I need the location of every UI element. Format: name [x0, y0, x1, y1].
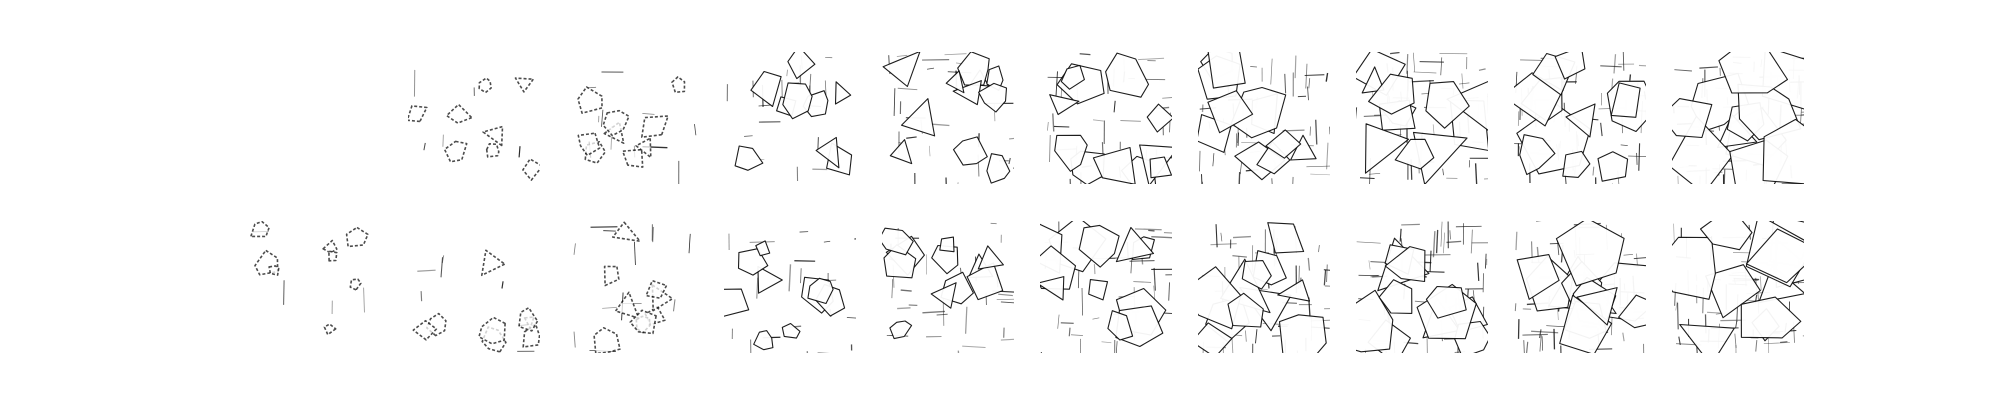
image-tile	[566, 221, 698, 353]
image-tile	[882, 221, 1014, 353]
tile-graphic	[1040, 52, 1172, 184]
tile-graphic	[724, 52, 856, 184]
tile-graphic	[724, 221, 856, 353]
tile-graphic	[1040, 221, 1172, 353]
tile-graphic	[566, 52, 698, 184]
tile-graphic	[1356, 52, 1488, 184]
tile-graphic	[1198, 221, 1330, 353]
image-tile	[882, 52, 1014, 184]
tile-graphic	[1672, 52, 1804, 184]
image-tile	[408, 221, 540, 353]
image-tile	[1040, 221, 1172, 353]
image-tile	[1672, 221, 1804, 353]
tile-graphic	[250, 221, 382, 353]
tile-graphic	[566, 221, 698, 353]
image-tile	[1198, 52, 1330, 184]
tile-graphic	[1514, 221, 1646, 353]
tile-graphic	[1356, 221, 1488, 353]
tile-graphic	[1198, 52, 1330, 184]
image-tile	[1672, 52, 1804, 184]
image-tile	[724, 221, 856, 353]
tile-graphic	[1514, 52, 1646, 184]
image-tile	[1514, 221, 1646, 353]
image-tile	[408, 52, 540, 184]
image-tile	[1040, 52, 1172, 184]
image-tile	[566, 52, 698, 184]
tile-graphic	[1672, 221, 1804, 353]
image-tile	[1356, 52, 1488, 184]
image-tile	[1198, 221, 1330, 353]
image-tile	[724, 52, 856, 184]
tile-graphic	[408, 52, 540, 184]
tile-graphic	[408, 221, 540, 353]
tile-graphic	[882, 221, 1014, 353]
image-tile	[1514, 52, 1646, 184]
image-tile	[1356, 221, 1488, 353]
image-tile	[250, 221, 382, 353]
tile-graphic	[882, 52, 1014, 184]
